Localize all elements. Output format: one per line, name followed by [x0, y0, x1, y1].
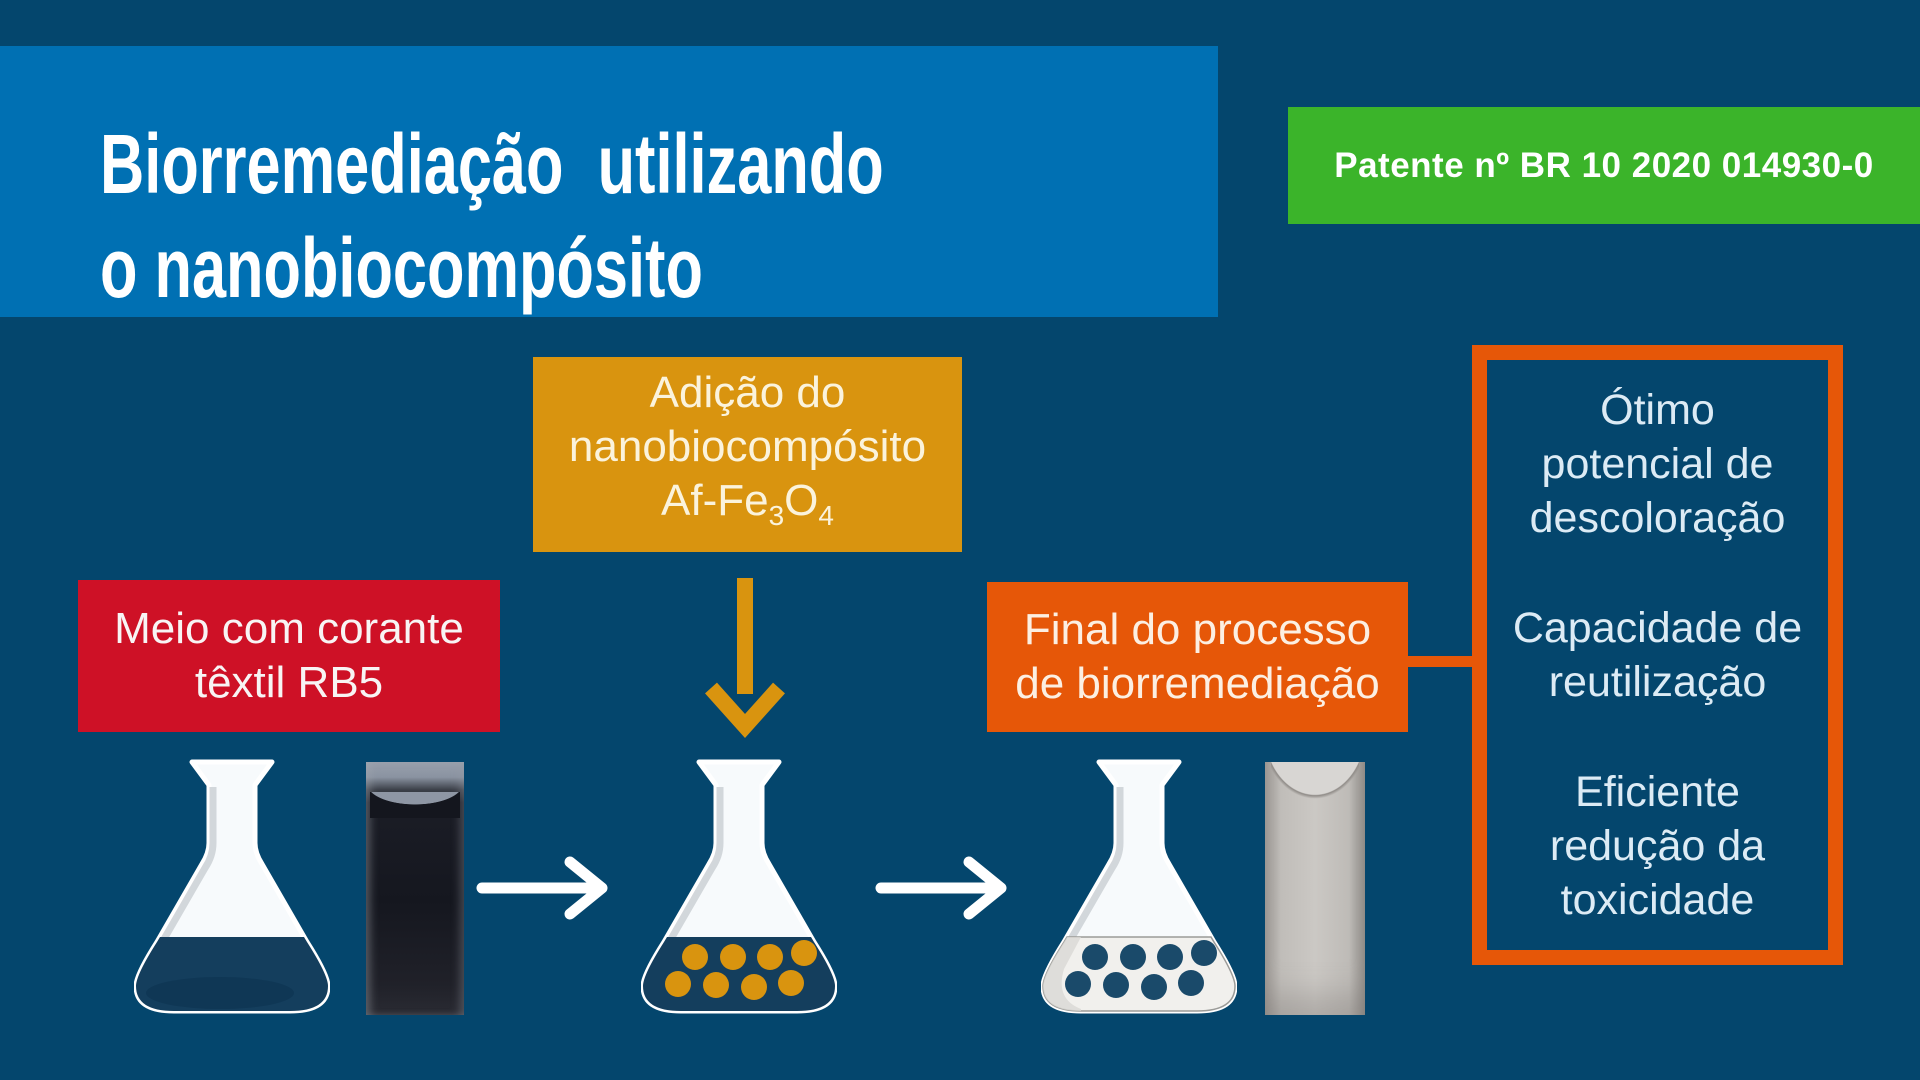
- benefit-reuse-line-2: reutilização: [1548, 658, 1767, 706]
- step-dye-medium-line-1: Meio com corante: [114, 604, 464, 653]
- step-addition-line-2: nanobiocompósito: [568, 422, 927, 471]
- page-title-line-2: o nanobiocompósito: [100, 221, 703, 315]
- cuvette-dark-photo: [366, 762, 464, 1015]
- cuvette-clear-photo: [1265, 762, 1365, 1015]
- title-panel: Biorremediação utilizando o nanobiocompós…: [0, 46, 1218, 317]
- arrow-right-icon: [476, 856, 608, 920]
- step-final-line-2: de biorremediação: [1015, 659, 1380, 708]
- formula-prefix: Af-Fe: [661, 476, 769, 525]
- arrow-right-icon: [875, 856, 1007, 920]
- benefit-decolorization-line-2: potencial de: [1541, 440, 1774, 488]
- benefit-reuse-line-1: Capacidade de: [1512, 604, 1803, 652]
- benefit-decolorization-line-3: descoloração: [1529, 494, 1786, 542]
- formula-oxygen: O: [784, 476, 819, 525]
- step-addition-line-1: Adição do: [649, 368, 846, 417]
- page-title-line-1: Biorremediação utilizando: [100, 117, 884, 211]
- connector-line: [1406, 656, 1474, 667]
- benefit-decolorization-line-1: Ótimo: [1600, 386, 1715, 434]
- nanocomposite-particles: [665, 940, 817, 1000]
- benefits-panel: Ótimo potencial de descoloração Capacida…: [1472, 345, 1843, 965]
- formula-subscript-3: 3: [768, 500, 785, 531]
- formula-subscript-4: 4: [818, 500, 834, 531]
- erlenmeyer-flask-final-icon: [1041, 759, 1237, 1014]
- arrow-down-icon: [705, 578, 785, 738]
- page-title: Biorremediação utilizando o nanobiocompós…: [100, 112, 1174, 320]
- benefit-toxicity-line-3: toxicidade: [1560, 876, 1755, 924]
- step-addition-box: Adição do nanobiocompósito Af-Fe3O4: [533, 357, 962, 552]
- settled-particles: [1065, 940, 1217, 1000]
- step-final-box: Final do processo de biorremediação: [987, 582, 1408, 732]
- step-dye-medium-line-2: têxtil RB5: [194, 658, 384, 707]
- benefit-decolorization: Ótimo potencial de descoloração: [1530, 383, 1786, 545]
- benefit-reuse: Capacidade de reutilização: [1513, 601, 1802, 709]
- nanocomposite-formula: Af-Fe3O4: [661, 474, 834, 543]
- patent-number-label: Patente nº BR 10 2020 014930-0: [1334, 145, 1874, 185]
- benefit-toxicity-line-1: Eficiente: [1575, 768, 1740, 816]
- step-dye-medium-box: Meio com corante têxtil RB5: [78, 580, 500, 732]
- erlenmeyer-flask-reaction-icon: [641, 759, 837, 1014]
- erlenmeyer-flask-dye-icon: [134, 759, 330, 1014]
- benefit-toxicity: Eficiente redução da toxicidade: [1550, 765, 1765, 927]
- benefit-toxicity-line-2: redução da: [1549, 822, 1766, 870]
- patent-badge: Patente nº BR 10 2020 014930-0: [1288, 107, 1920, 224]
- step-final-line-1: Final do processo: [1023, 605, 1372, 654]
